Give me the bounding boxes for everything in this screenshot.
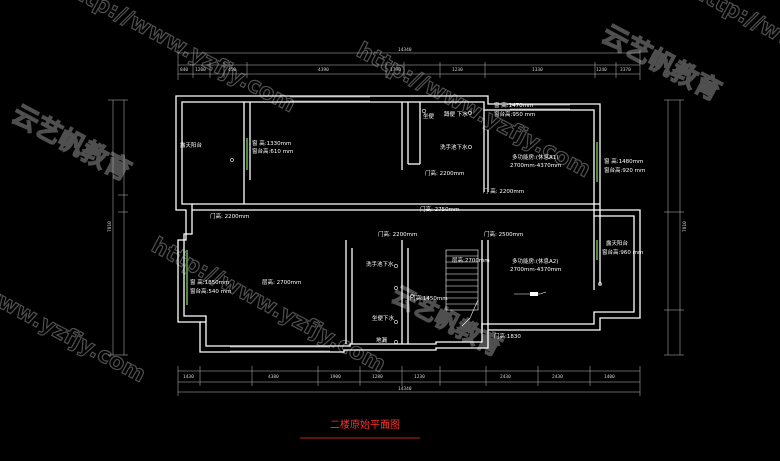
top-dimension-group: 14340 840 1200 450 4390 1790 1230 1330 1… (177, 47, 641, 80)
label-balcony-left-top: 露天阳台 (180, 141, 203, 149)
label-door-height-b: 门 高: 2200mm (483, 187, 524, 195)
window-mark-2 (596, 142, 598, 182)
bottom-dim-4: 1230 (414, 374, 425, 380)
label-door-height-d: 门高: 2200mm (378, 230, 417, 238)
watermark-url-5: http://www.yzfjy.com (0, 243, 150, 388)
top-total-dimension: 14340 (398, 47, 412, 53)
watermark-brand-1: 云艺帆教育 (7, 99, 136, 187)
watermark-url-3: http://www.yzfjy.com (57, 0, 299, 118)
bottom-dim-5: 2430 (500, 374, 511, 380)
label-floor-drain: 地漏 (376, 336, 388, 344)
fixture-drain-9 (230, 158, 234, 162)
watermark-url-4: http://www.yzfjy.com (687, 0, 780, 123)
label-room-height-left: 层高: 2700mm (262, 278, 301, 286)
drawing-title: 二楼原始平面图 (330, 418, 400, 431)
fixture-drain-2 (468, 145, 472, 149)
fixture-drain-1 (468, 111, 472, 115)
bottom-dim-7: 1400 (604, 374, 615, 380)
bottom-dim-0: 1430 (183, 374, 194, 380)
top-dim-8: 3370 (620, 67, 631, 73)
top-dim-4: 1790 (390, 67, 401, 73)
window-mark-4 (596, 240, 598, 260)
window-mark-1 (246, 138, 248, 170)
top-dim-2: 450 (228, 67, 236, 73)
bottom-dim-3: 1280 (372, 374, 383, 380)
bottom-dim-1: 4380 (268, 374, 279, 380)
bottom-dim-2: 1900 (330, 374, 341, 380)
fixtures (230, 108, 602, 344)
label-door-height-c: 门高: 2200mm (210, 212, 249, 220)
label-stair-door-height: 门高:1450mm (410, 294, 448, 302)
label-stair-height: 层高:2700mm (452, 256, 490, 264)
right-total-dimension: 7810 (682, 221, 688, 232)
fixture-drain-4 (394, 286, 398, 290)
fixture-drain-6 (394, 340, 398, 344)
fixture-toilet (421, 108, 427, 114)
label-balcony-right: 露天阳台 (606, 239, 629, 247)
label-window-a1-sill: 窗台高:920 mm (604, 166, 645, 174)
label-shower-drain: 蹲便 下水 (444, 110, 468, 118)
label-window-left-height: 窗 高:1850mm (190, 278, 229, 286)
label-door-height-1830: 门高:1830 (494, 332, 521, 340)
top-dim-6: 1330 (532, 67, 543, 73)
top-dim-0: 840 (180, 67, 188, 73)
label-window-right-sill: 窗台高:960 mm (602, 248, 643, 256)
label-bedroom-window-sill: 窗台高:610 mm (252, 147, 293, 155)
label-toilet-drain: 坐便下水 (372, 314, 395, 322)
bottom-dimension-group: 1430 4380 1900 1280 1230 2430 2430 1400 … (177, 366, 641, 396)
label-door-height-2500: 门高: 2500mm (484, 230, 523, 238)
label-window-top-right-sill: 窗台高:950 mm (494, 110, 535, 118)
side-dimension-group: 7810 7810 (107, 99, 688, 356)
top-dim-5: 1230 (452, 67, 463, 73)
label-wash-basin-drain: 洗手池下水 (440, 143, 468, 151)
label-multi-room-a1-height: 2700mm-4370mm (510, 163, 561, 169)
windows (186, 96, 598, 352)
label-toilet: 坐便 (423, 112, 435, 120)
label-window-left-sill: 窗台高:540 mm (190, 287, 231, 295)
fixture-drain-8 (410, 294, 414, 298)
label-bedroom-window-height: 窗 高:1330mm (252, 139, 291, 147)
watermark-layer: 云艺帆教育 云艺帆教育 云艺帆教育 http://www.yzfjy.com h… (0, 0, 780, 389)
top-dim-1: 1200 (195, 67, 206, 73)
label-multi-room-a2: 多功能房:(休息A2) (512, 257, 558, 265)
window-mark-3 (186, 250, 188, 305)
room-labels: 露天阳台 窗 高:1330mm 窗台高:610 mm 坐便 蹲便 下水 洗手池下… (180, 101, 645, 344)
fixture-drain-5 (394, 320, 398, 324)
walls (175, 95, 641, 353)
fixture-drain-7 (598, 282, 602, 286)
label-door-height-a: 门高: 2200mm (425, 169, 464, 177)
top-dim-7: 1240 (596, 67, 607, 73)
top-dim-3: 4390 (318, 67, 329, 73)
label-wash-basin-drain-2: 洗手池下水 (366, 260, 394, 268)
label-door-height-2750: 门高: 2750mm (420, 205, 459, 213)
bottom-dim-6: 2430 (552, 374, 563, 380)
left-total-dimension: 7810 (107, 221, 113, 232)
label-multi-room-a1: 多功能房:(休息A1) (512, 153, 558, 161)
label-window-top-right-height: 窗 高:1470mm (494, 101, 533, 109)
bottom-total-dimension: 14340 (398, 386, 412, 392)
fixture-drain-3 (394, 264, 398, 268)
label-window-a1-height: 窗 高:1480mm (604, 157, 643, 165)
staircase (445, 249, 479, 327)
label-multi-room-a2-height: 2700mm-4370mm (510, 267, 561, 273)
